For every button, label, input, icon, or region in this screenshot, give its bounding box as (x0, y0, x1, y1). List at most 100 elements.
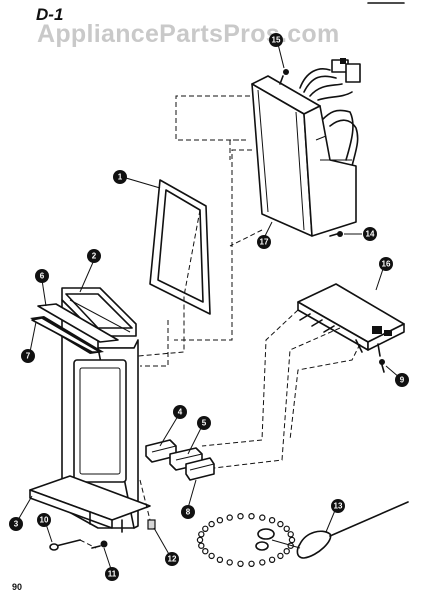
svg-text:3: 3 (14, 520, 19, 529)
chain-bead (202, 525, 209, 533)
leader-line (187, 425, 203, 455)
chain-bead (287, 531, 294, 538)
temperature-probe (196, 501, 409, 568)
chain-bead (237, 513, 244, 520)
section-label: D-1 (36, 5, 63, 24)
callout-4: 4 (173, 405, 187, 419)
harness-wire (317, 91, 353, 101)
harness-wire (299, 68, 331, 89)
callout-6: 6 (35, 269, 49, 283)
harness-wire (303, 75, 337, 93)
svg-text:17: 17 (260, 238, 269, 247)
svg-text:8: 8 (186, 508, 191, 517)
leader-line (41, 279, 47, 307)
dashed-leader (175, 95, 250, 141)
page-number: 90 (12, 582, 22, 592)
chain-bead (268, 517, 276, 524)
chain-bead (268, 556, 276, 564)
callout-10: 10 (37, 513, 51, 527)
svg-text:4: 4 (178, 408, 183, 417)
block-edge (175, 453, 203, 461)
cavity-housing (29, 287, 151, 533)
chain-bead (283, 525, 290, 533)
probe-plug-end (255, 541, 269, 551)
svg-text:2: 2 (92, 252, 97, 261)
callout-12: 12 (165, 552, 179, 566)
callout-11: 11 (105, 567, 119, 581)
screw-shank (381, 364, 385, 373)
hardware-parts (49, 519, 156, 551)
leader-line (325, 507, 337, 533)
chain-bead (226, 514, 233, 521)
block-edge (189, 463, 215, 471)
screw-icon (379, 359, 385, 365)
screw-icon (337, 231, 343, 237)
housing-window-inner (79, 367, 121, 475)
chain-bead (277, 520, 284, 528)
dashed-leader (137, 209, 201, 357)
probe-bead-chain (196, 513, 296, 568)
gasket-frame (149, 179, 211, 315)
svg-text:9: 9 (400, 376, 405, 385)
leader-line (17, 495, 33, 521)
svg-text:13: 13 (334, 502, 343, 511)
callout-14: 14 (363, 227, 377, 241)
leader-line (187, 479, 197, 509)
chain-bead (208, 552, 215, 560)
board-component (372, 326, 382, 334)
block-edge (151, 445, 177, 453)
callout-8: 8 (181, 505, 195, 519)
housing-window (73, 359, 127, 483)
callout-3: 3 (9, 517, 23, 531)
svg-text:7: 7 (26, 352, 31, 361)
svg-text:5: 5 (202, 419, 207, 428)
probe-cable (271, 539, 301, 549)
screw-shank (55, 539, 81, 547)
dashed-leader (79, 539, 97, 549)
clip-icon (100, 540, 108, 548)
leader-line (29, 321, 37, 353)
rail-edge (69, 299, 131, 333)
leader-line (45, 523, 53, 543)
block-part-8 (185, 457, 215, 481)
board-terminal (299, 313, 311, 321)
callout-17: 17 (257, 235, 271, 249)
chain-bead (248, 560, 255, 568)
svg-text:11: 11 (108, 570, 117, 579)
terminal-icon (147, 519, 156, 530)
chain-bead (237, 560, 244, 568)
strip-part-7-highlight (31, 317, 101, 353)
chain-bead (259, 514, 266, 521)
dashed-leader (229, 139, 246, 160)
screw-icon (49, 543, 59, 551)
svg-text:16: 16 (382, 260, 391, 269)
callout-1: 1 (113, 170, 127, 184)
svg-text:10: 10 (40, 516, 49, 525)
callout-15: 15 (269, 33, 283, 47)
chain-bead (208, 520, 215, 528)
callout-5: 5 (197, 416, 211, 430)
harness-wire (329, 119, 359, 167)
chain-bead (277, 552, 284, 560)
board-terminal (377, 343, 381, 357)
chain-bead (216, 517, 224, 524)
control-box-side (303, 105, 357, 237)
control-box-assembly (251, 58, 361, 237)
watermark: AppliancePartsPros.com (37, 20, 340, 48)
probe-needle (329, 501, 409, 537)
box-edge (315, 135, 327, 141)
leader-lines (17, 43, 401, 573)
chain-bead (248, 513, 255, 520)
screw-shank (329, 233, 338, 237)
svg-text:1: 1 (118, 173, 123, 182)
dashed-leader (229, 229, 263, 247)
chain-bead (288, 536, 296, 544)
gasket-inner (157, 189, 204, 303)
bottom-plate-edge (29, 489, 113, 529)
probe-plug (257, 528, 275, 540)
dashed-leader (213, 327, 341, 469)
chain-bead (216, 556, 224, 564)
screw-icon (283, 69, 289, 75)
callout-13: 13 (331, 499, 345, 513)
